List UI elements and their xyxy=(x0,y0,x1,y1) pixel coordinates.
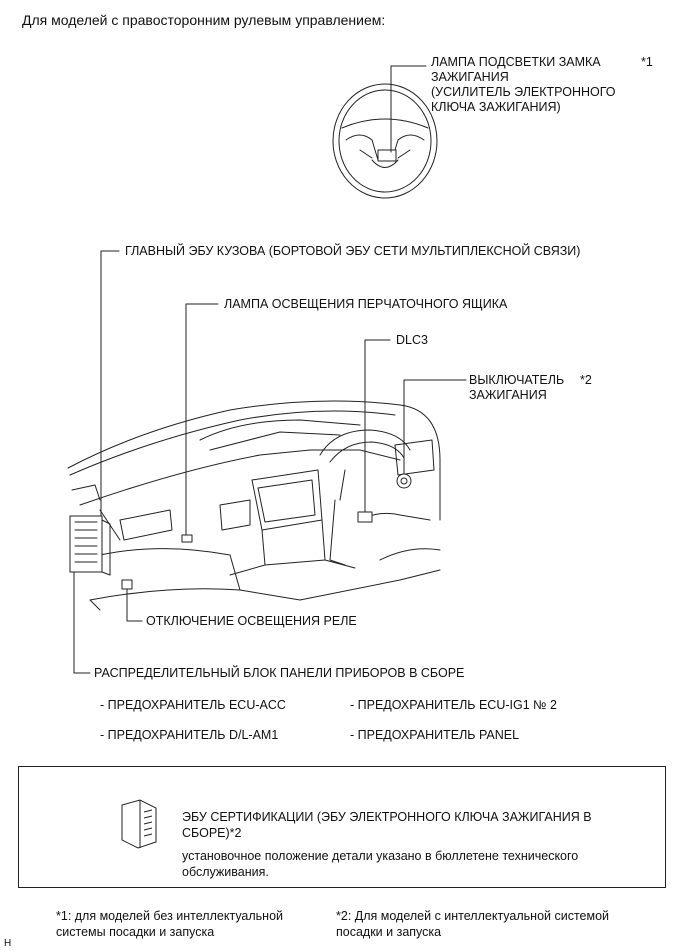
corner-mark: H xyxy=(4,938,12,949)
ignition-footnote-mark: *2 xyxy=(580,373,592,387)
fuse-dl-am1: - ПРЕДОХРАНИТЕЛЬ D/L-AM1 xyxy=(100,728,279,742)
footnote-1-line1: *1: для моделей без интеллектуальной xyxy=(56,909,284,923)
glovebox-lamp-part xyxy=(181,534,193,543)
certification-ecu-title-line1: ЭБУ СЕРТИФИКАЦИИ (ЭБУ ЭЛЕКТРОННОГО КЛЮЧА… xyxy=(182,810,592,824)
ignition-switch-part xyxy=(396,473,412,489)
junction-block-part xyxy=(69,515,103,573)
relay-part xyxy=(121,579,133,590)
ignition-switch-label-line2: ЗАЖИГАНИЯ xyxy=(469,388,547,402)
glovebox-lamp-label: ЛАМПА ОСВЕЩЕНИЯ ПЕРЧАТОЧНОГО ЯЩИКА xyxy=(224,297,508,311)
certification-ecu-note-line1: установочное положение детали указано в … xyxy=(182,849,579,863)
lamp-label-line1: ЛАМПА ПОДСВЕТКИ ЗАМКА xyxy=(431,55,601,69)
certification-ecu-title-line2: СБОРЕ)*2 xyxy=(182,826,242,840)
fuse-panel: - ПРЕДОХРАНИТЕЛЬ PANEL xyxy=(350,728,520,742)
main-body-ecu-label: ГЛАВНЫЙ ЭБУ КУЗОВА (БОРТОВОЙ ЭБУ СЕТИ МУ… xyxy=(125,244,581,258)
fuse-ecu-acc: - ПРЕДОХРАНИТЕЛЬ ECU-ACC xyxy=(100,698,286,712)
footnote-2-line2: посадки и запуска xyxy=(336,925,442,939)
ignition-lamp-part xyxy=(377,149,397,162)
footnote-2-line1: *2: Для моделей с интеллектуальной систе… xyxy=(336,909,610,923)
footnote-1-line2: системы посадки и запуска xyxy=(56,925,215,939)
certification-ecu-note-line2: обслуживания. xyxy=(182,865,269,879)
dlc3-part xyxy=(357,511,373,523)
lamp-label-line4: КЛЮЧА ЗАЖИГАНИЯ) xyxy=(431,100,561,114)
lamp-footnote-mark: *1 xyxy=(641,55,653,69)
instrument-panel-drawing xyxy=(67,400,441,611)
lamp-label-line3: (УСИЛИТЕЛЬ ЭЛЕКТРОННОГО xyxy=(431,85,616,99)
certification-ecu-box xyxy=(18,766,666,888)
ignition-switch-label-line1: ВЫКЛЮЧАТЕЛЬ xyxy=(469,373,565,387)
fuse-ecu-ig1-no2: - ПРЕДОХРАНИТЕЛЬ ECU-IG1 № 2 xyxy=(350,698,557,712)
dlc3-label: DLC3 xyxy=(396,333,428,347)
page-heading: Для моделей с правосторонним рулевым упр… xyxy=(22,12,386,28)
lamp-label-line2: ЗАЖИГАНИЯ xyxy=(431,70,509,84)
certification-ecu-drawing xyxy=(121,799,157,849)
steering-wheel-drawing xyxy=(332,83,438,199)
junction-block-label: РАСПРЕДЕЛИТЕЛЬНЫЙ БЛОК ПАНЕЛИ ПРИБОРОВ В… xyxy=(94,666,465,680)
relay-label: ОТКЛЮЧЕНИЕ ОСВЕЩЕНИЯ РЕЛЕ xyxy=(146,614,357,628)
